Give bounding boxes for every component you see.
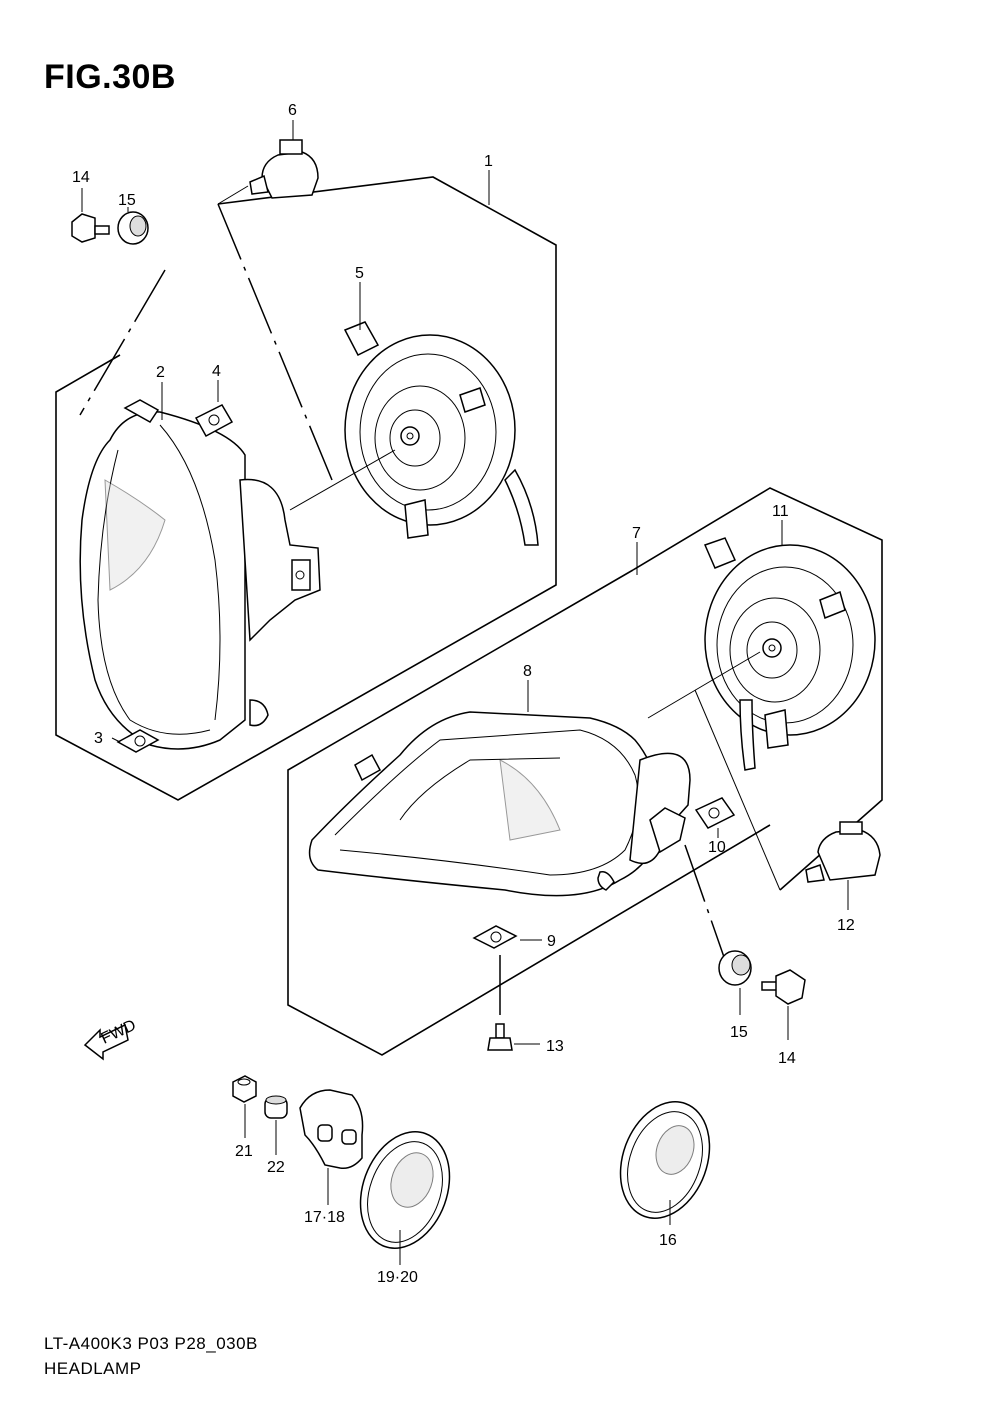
callout-15-upper: 15 [118,192,136,209]
bulb-upper [249,120,319,199]
collar-22 [264,1095,288,1155]
callout-22: 22 [267,1159,285,1176]
leader-line [289,449,396,511]
leader-line [79,269,166,416]
callout-14-lower: 14 [778,1050,796,1067]
headlamp-housing-upper [79,399,321,750]
section-name: HEADLAMP [44,1359,142,1378]
assembly-frame-upper [55,176,557,801]
leader-line [647,651,761,719]
bracket-17-18 [299,1089,364,1205]
callout-19-20: 19·20 [377,1269,418,1286]
clip-nut-upper [194,380,234,438]
callout-8: 8 [523,663,532,680]
callout-5: 5 [355,265,364,282]
model-code: LT-A400K3 P03 P28_030B [44,1334,258,1353]
clip-nut-lower [694,797,736,829]
callout-9: 9 [547,933,556,950]
screw-upper [71,188,110,243]
leader-line [217,203,333,481]
reflector-19-20 [359,1131,451,1265]
leader-line [694,689,781,891]
callout-11: 11 [772,503,789,520]
callout-16: 16 [659,1232,677,1249]
forward-arrow-icon: FWD [83,1017,139,1061]
callout-2: 2 [156,364,165,381]
callout-6: 6 [288,102,297,119]
nut-21 [232,1075,257,1138]
bulb-lower [805,821,881,910]
grommet-lower [718,950,752,1015]
callout-17-18: 17·18 [304,1209,345,1226]
reflector-16 [619,1101,711,1225]
leader-line [217,185,249,205]
callout-21: 21 [235,1143,253,1160]
figure-title: FIG.30B [44,58,176,96]
leader-line [684,844,726,961]
callout-3: 3 [94,730,103,747]
callout-1: 1 [484,153,493,170]
callout-12: 12 [837,917,855,934]
callout-15-lower: 15 [730,1024,748,1041]
callout-4: 4 [212,363,221,380]
bulb-socket-lower [703,537,876,771]
clip-nut-9 [472,925,542,949]
headlamp-housing-lower [308,711,691,897]
nut-clip-bottom-upper [116,729,160,753]
screw-13 [487,1023,540,1051]
bulb-socket-upper [343,321,539,546]
screw-lower [761,969,806,1040]
callout-7: 7 [632,525,641,542]
grommet-upper [117,207,149,245]
callout-10: 10 [708,839,726,856]
callout-14-upper: 14 [72,169,90,186]
callout-13: 13 [546,1038,564,1055]
